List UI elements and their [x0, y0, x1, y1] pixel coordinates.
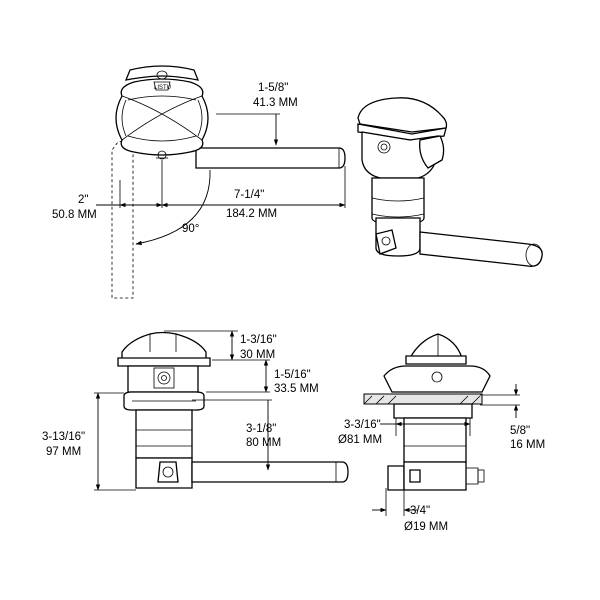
- alternate-handle-outline: [111, 139, 139, 299]
- dim-plate-metric: 16 MM: [510, 439, 545, 451]
- dim-cap-metric: 30 MM: [240, 349, 275, 361]
- svg-text:LISTU: LISTU: [154, 85, 171, 91]
- dim-inlet-imperial: 3/4": [410, 505, 430, 517]
- dim-total-imperial: 3-13/16": [42, 431, 85, 443]
- dim-dia-metric: Ø81 MM: [338, 434, 382, 446]
- dim-offset-imperial: 2": [78, 194, 88, 206]
- dim-handle-imperial: 3-1/8": [246, 423, 276, 435]
- dim-dia-imperial: 3-3/16": [344, 419, 381, 431]
- side-view: 3-3/16" Ø81 MM 5/8" 16 MM 3/4" Ø19 MM: [338, 333, 545, 533]
- isometric-view: [357, 97, 543, 267]
- rotation-arc: [135, 169, 211, 246]
- dim-top-imperial: 1-5/8": [258, 82, 288, 94]
- angle-label: 90°: [182, 223, 199, 235]
- front-view: 1-3/16" 30 MM 1-5/16" 33.5 MM 3-13/16" 9…: [42, 330, 349, 491]
- mounting-surface: [363, 393, 483, 405]
- valve-top-plan: LISTU: [115, 65, 209, 160]
- dim-handle-metric: 80 MM: [246, 437, 281, 449]
- dim-length-imperial: 7-1/4": [234, 189, 264, 201]
- dim-cap-imperial: 1-3/16": [240, 334, 277, 346]
- dim-body-imperial: 1-5/16": [274, 369, 311, 381]
- top-view: LISTU 1-5/8" 41.3 MM 2" 50.8 MM 7-1/4" 1…: [52, 65, 346, 299]
- dim-plate-imperial: 5/8": [510, 425, 530, 437]
- dim-body-metric: 33.5 MM: [274, 383, 319, 395]
- dim-total-metric: 97 MM: [46, 446, 81, 458]
- dim-inlet-metric: Ø19 MM: [404, 521, 448, 533]
- dim-top-metric: 41.3 MM: [253, 97, 298, 109]
- dim-offset-metric: 50.8 MM: [52, 209, 97, 221]
- dim-length-metric: 184.2 MM: [226, 208, 277, 220]
- handle-bar: [195, 147, 346, 169]
